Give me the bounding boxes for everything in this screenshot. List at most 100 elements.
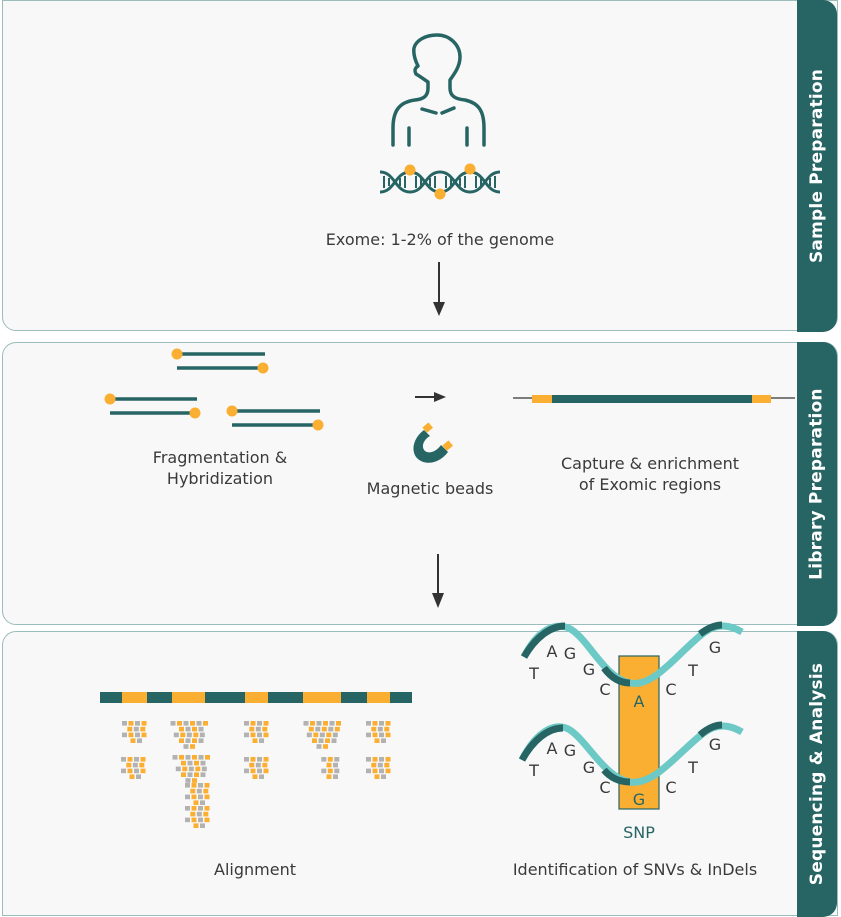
fragmentation-label: Fragmentation & Hybridization [130,447,310,489]
read-block [263,757,269,762]
read-block [329,721,335,726]
read-block [326,732,332,738]
read-block [334,726,340,732]
read-block [181,760,186,766]
read-block [310,721,315,726]
read-block [249,726,255,732]
read-block [192,726,197,732]
read-block [377,762,383,768]
dna-strand-top [520,621,744,687]
read-block [127,726,133,732]
read-block [366,768,371,774]
read-block [374,738,380,743]
read-block [372,732,378,738]
dna-marker [404,164,416,176]
read-block [205,755,210,760]
read-block [193,732,199,738]
read-block [179,755,184,760]
reference-segment [172,692,205,703]
read-block [128,732,134,738]
base-label: G [582,660,596,679]
read-block [141,732,147,738]
base-label: G [708,638,722,657]
read-block [262,762,268,768]
read-block [318,738,324,743]
read-block [257,732,262,738]
read-block [372,768,378,774]
read-block [139,762,145,768]
read-block [194,760,199,766]
read-block [316,744,322,749]
read-block [204,806,210,811]
read-block [140,726,146,732]
read-block [381,738,386,743]
read-block [192,755,197,760]
read-block [257,768,262,774]
read-block [312,738,317,743]
read-block [200,772,206,777]
read-block [244,732,249,738]
read-block [306,732,312,738]
read-block [122,732,127,738]
read-block [121,757,126,762]
read-block [196,788,202,794]
read-block [190,788,196,794]
read-block [385,721,391,726]
reference-segment [390,692,412,703]
read-block [190,744,195,749]
read-block [194,772,199,777]
fragmentation-label-line1: Fragmentation & [152,448,288,467]
read-block [127,757,133,762]
read-block [179,738,184,743]
read-block [199,732,205,738]
capture-enrichment-label: Capture & enrichment of Exomic regions [540,453,760,495]
read-block [185,738,191,743]
read-block [372,757,378,762]
read-block [128,721,134,726]
fragmentation-icon [104,348,324,431]
sequencing-analysis-tab: Sequencing & Analysis [797,630,837,917]
arrow-down-icon [432,554,444,608]
capture-label-line2: of Exomic regions [578,475,722,494]
read-block [183,721,189,726]
read-block [190,721,195,726]
read-block [203,811,209,817]
person-icon [391,33,486,147]
read-block [200,823,205,828]
read-block [127,768,133,774]
read-block [244,757,249,762]
read-block [326,774,332,779]
read-block [185,783,190,788]
read-block [333,762,338,768]
read-block [186,732,192,738]
read-block [263,721,269,726]
read-block [366,732,371,738]
capture-label-line1: Capture & enrichment [560,454,740,473]
read-block [385,732,391,738]
read-block [263,768,269,774]
read-block [332,732,338,738]
base-label: G [563,741,577,760]
read-block [381,774,386,779]
read-block [321,726,327,732]
read-block [134,768,139,774]
read-block [366,721,371,726]
read-block [181,772,186,777]
reference-segment [367,692,390,703]
arrow-down-icon [433,262,445,316]
read-block [193,800,199,805]
base-label: A [546,739,558,758]
sequencing-analysis-panel: Sequencing & Analysis [2,630,838,917]
magnet-icon [413,422,453,463]
read-block [196,811,202,817]
read-block [252,774,258,779]
read-block [198,806,203,811]
read-block [185,817,190,823]
read-block [250,768,256,774]
read-block [121,768,126,774]
reference-segment [268,692,303,703]
snp-base-bottom: G [632,790,646,809]
base-label: T [529,664,539,683]
read-block [187,772,193,777]
base-label: G [582,758,596,777]
